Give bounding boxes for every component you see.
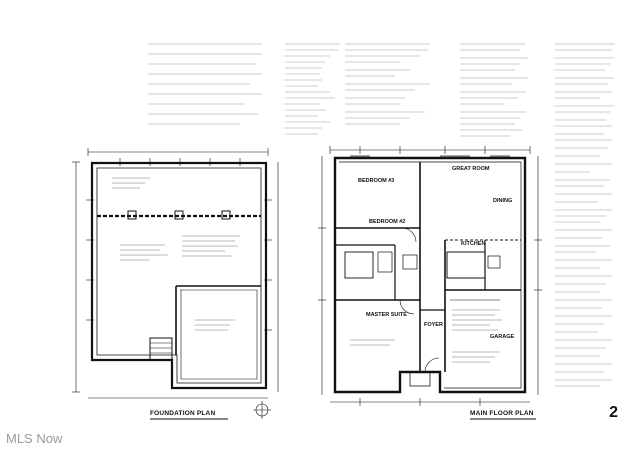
- notes-column-3: [345, 43, 430, 125]
- notes-column-1: [148, 43, 262, 125]
- room-label-kitchen: KITCHEN: [461, 241, 486, 247]
- main-floor-plan-title: MAIN FLOOR PLAN: [470, 410, 534, 417]
- notes-column-2: [285, 43, 340, 135]
- main-floor-plan-title-underline: [470, 418, 536, 420]
- sheet-number: 2: [609, 404, 618, 421]
- foundation-plan-title: FOUNDATION PLAN: [150, 410, 216, 417]
- notes-column-4: [460, 43, 528, 137]
- mls-watermark: MLS Now: [6, 431, 63, 446]
- room-label-foyer: FOYER: [424, 322, 443, 328]
- room-label-master-suite: MASTER SUITE: [366, 312, 407, 318]
- room-label-garage: GARAGE: [490, 334, 515, 340]
- north-arrow-icon: [253, 401, 271, 419]
- room-label-dining: DINING: [493, 198, 513, 204]
- room-label-bedroom-2: BEDROOM #2: [369, 219, 406, 225]
- room-label-great-room: GREAT ROOM: [452, 166, 490, 172]
- foundation-plan-title-underline: [150, 418, 228, 420]
- room-label-bedroom-3: BEDROOM #3: [358, 178, 395, 184]
- notes-column-5: [555, 43, 615, 387]
